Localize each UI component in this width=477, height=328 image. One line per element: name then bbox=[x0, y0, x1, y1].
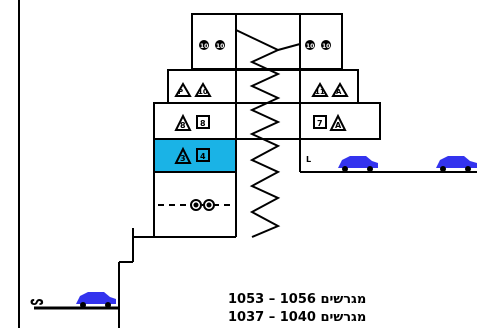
svg-text:8: 8 bbox=[200, 119, 206, 128]
svg-text:3: 3 bbox=[180, 154, 186, 163]
ground-floor-marks bbox=[158, 199, 236, 211]
svg-text:10: 10 bbox=[198, 88, 208, 96]
highlighted-unit bbox=[155, 140, 235, 171]
svg-text:8: 8 bbox=[180, 121, 186, 130]
highlighted-floor-marks: 3 4 L bbox=[174, 146, 311, 164]
building-frame bbox=[153, 13, 381, 237]
svg-text:A: A bbox=[335, 121, 342, 130]
svg-text:10: 10 bbox=[322, 43, 330, 50]
left-edge-mark: ᔕ bbox=[30, 294, 44, 308]
svg-text:L: L bbox=[306, 155, 311, 164]
top-floor-marks: 10 10 10 10 bbox=[199, 40, 331, 50]
svg-text:10: 10 bbox=[306, 43, 314, 50]
svg-text:P: P bbox=[178, 88, 183, 96]
staircase-zigzag bbox=[235, 29, 281, 238]
svg-text:10: 10 bbox=[216, 43, 224, 50]
terrain-steps bbox=[118, 171, 477, 328]
upper-floor-marks: P 10 11 A bbox=[174, 82, 349, 97]
caption-line-2: 1037 – 1040 מגרשים bbox=[228, 310, 367, 325]
svg-text:A: A bbox=[336, 88, 342, 96]
car-icon bbox=[338, 156, 378, 172]
svg-text:11: 11 bbox=[315, 88, 325, 96]
caption-line-1: 1053 – 1056 מגרשים bbox=[228, 292, 367, 307]
middle-floor-marks: 8 8 7 A bbox=[174, 113, 347, 131]
car-icon bbox=[76, 292, 116, 308]
svg-text:10: 10 bbox=[200, 43, 208, 50]
svg-text:7: 7 bbox=[317, 119, 323, 128]
svg-text:4: 4 bbox=[200, 152, 206, 161]
car-icon bbox=[436, 156, 477, 172]
